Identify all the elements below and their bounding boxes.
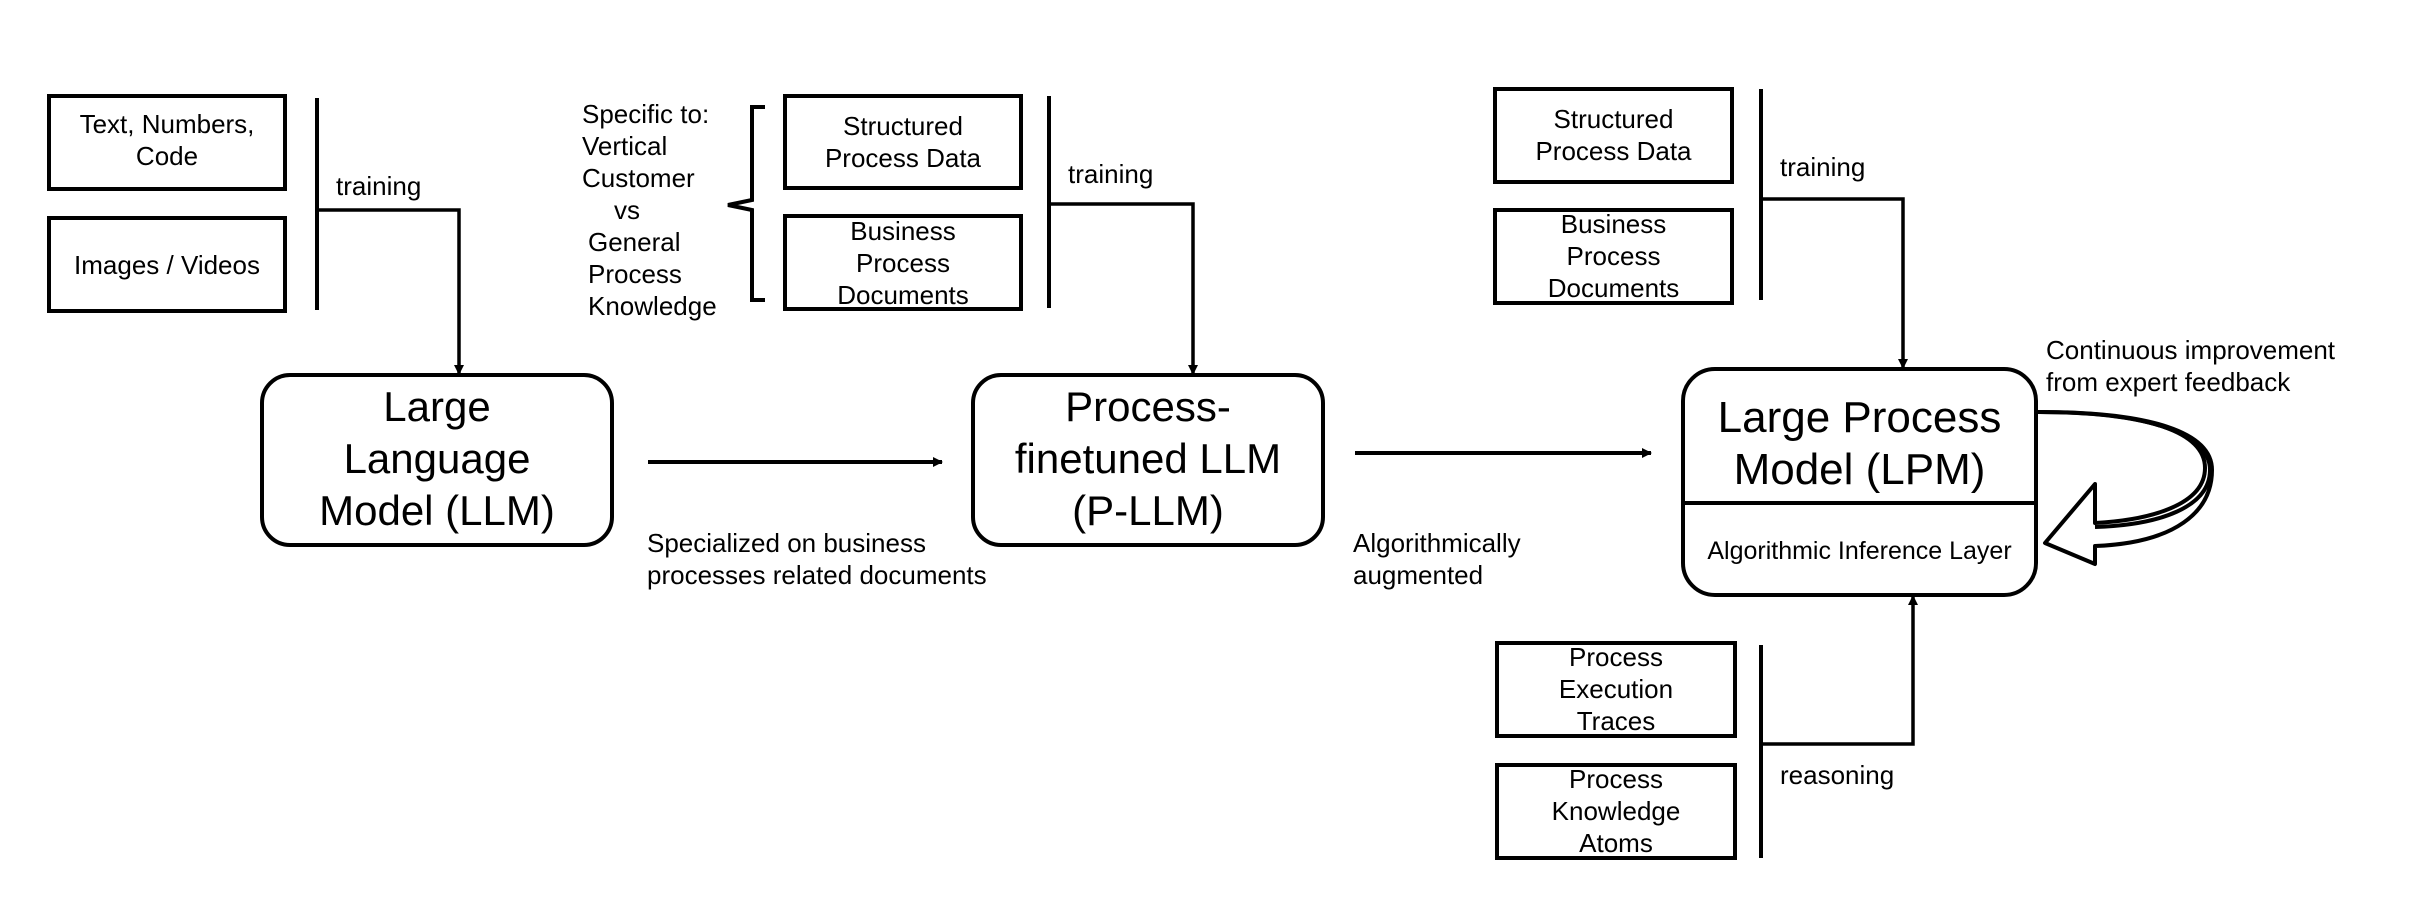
input-label-structured-process-data-2: Structured Process Data — [1535, 104, 1692, 166]
input-label-business-process-documents-2: Business Process Documents — [1547, 209, 1680, 303]
lpm-box — [1681, 367, 2038, 597]
pllm-box — [971, 373, 1325, 547]
input-label-structured-process-data-1: Structured Process Data — [824, 111, 982, 173]
input-label-images-videos: Images / Videos — [74, 250, 260, 280]
input-label-process-execution-traces: Process Execution Traces — [1558, 642, 1674, 736]
input-label-business-process-documents-1: Business Process Documents — [837, 216, 969, 310]
input-box-process-knowledge-atoms — [1495, 763, 1737, 860]
feedback-loop-outline — [2037, 410, 2213, 529]
llm-box — [260, 373, 614, 547]
input-box-images-videos — [47, 216, 287, 313]
edge-label-training-llm: training — [336, 171, 422, 201]
lpm-inference-layer-label: Algorithmic Inference Layer — [1707, 537, 2012, 565]
training-arrow-lpm — [1761, 197, 1908, 369]
feedback-label: Continuous improvement from expert feedb… — [2046, 335, 2336, 397]
pllm-box-label: Process- finetuned LLM (P-LLM) — [1014, 383, 1282, 534]
input-box-text-numbers-code — [47, 94, 287, 191]
training-arrow-pllm — [1049, 202, 1198, 375]
specific-to-brace — [727, 105, 765, 302]
input-box-business-process-documents-2 — [1493, 208, 1734, 305]
input-box-structured-process-data-1 — [783, 94, 1023, 190]
edge-label-specialized: Specialized on business processes relate… — [647, 528, 987, 590]
input-box-process-execution-traces — [1495, 641, 1737, 738]
input-box-structured-process-data-2 — [1493, 87, 1734, 184]
lpm-box-title: Large Process Model (LPM) — [1717, 393, 2002, 494]
edge-label-training-lpm: training — [1780, 152, 1866, 182]
input-label-process-knowledge-atoms: Process Knowledge Atoms — [1551, 764, 1681, 858]
llm-box-label: Large Language Model (LLM) — [319, 383, 555, 534]
training-arrow-llm — [317, 208, 464, 375]
input-box-business-process-documents-1 — [783, 214, 1023, 311]
edge-label-algorithmically-augmented: Algorithmically augmented — [1353, 528, 1521, 590]
edge-label-training-pllm: training — [1068, 159, 1154, 189]
input-label-text-numbers-code: Text, Numbers, Code — [79, 109, 255, 171]
edge-label-reasoning: reasoning — [1780, 760, 1895, 790]
reasoning-arrow — [1761, 595, 1918, 746]
